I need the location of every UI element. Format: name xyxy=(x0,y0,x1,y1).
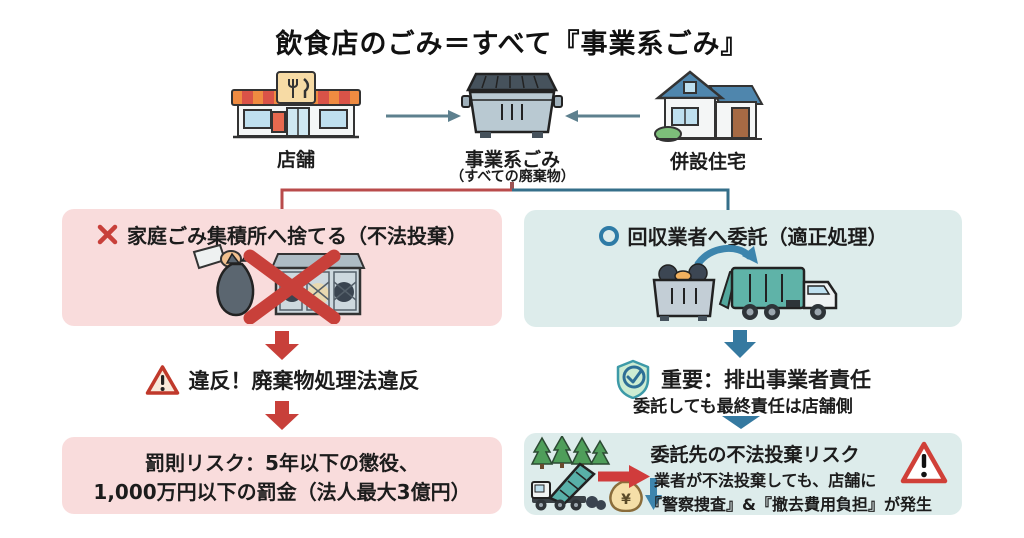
red-down-arrow-icon xyxy=(265,401,299,430)
dumpster-to-garbage-truck-icon xyxy=(652,244,838,321)
warning-triangle-icon xyxy=(145,365,179,395)
proper-disposal-box: 回収業者へ委託（適正処理） xyxy=(524,210,962,327)
shield-check-icon xyxy=(616,359,650,399)
illegal-disposal-heading: 家庭ごみ集積所へ捨てる（不法投棄） xyxy=(127,224,467,248)
house-icon xyxy=(654,70,764,142)
penalty-line1: 罰則リスク：5年以下の懲役、 xyxy=(145,451,419,475)
contractor-risk-line1: 業者が不法投棄しても、店舗に xyxy=(654,471,877,490)
store-label: 店舗 xyxy=(276,149,315,171)
responsibility-row: 重要：排出事業者責任 xyxy=(524,359,962,399)
svg-text:¥: ¥ xyxy=(621,492,631,508)
violation-text: 違反！廃棄物処理法違反 xyxy=(188,369,420,393)
teal-chevron-down-icon xyxy=(722,416,760,429)
warning-triangle-icon xyxy=(900,441,948,484)
circle-mark-icon xyxy=(598,225,619,246)
teal-down-arrow-icon xyxy=(724,330,756,358)
attached-residence-label: 併設住宅 xyxy=(669,151,746,173)
storefront-icon xyxy=(231,71,361,139)
contractor-risk-box: ¥ 委託先の不法投棄リスク 業者が不法投棄しても、店舗に 『警察捜査』&『撤去費… xyxy=(524,433,962,515)
contractor-risk-title: 委託先の不法投棄リスク xyxy=(650,444,860,466)
page-title: 飲食店のごみ＝すべて『事業系ごみ』 xyxy=(275,29,749,60)
violation-row: 違反！廃棄物処理法違反 xyxy=(62,364,502,396)
illegal-disposal-box: 家庭ごみ集積所へ捨てる（不法投棄） xyxy=(62,209,502,326)
penalty-box: 罰則リスク：5年以下の懲役、 1,000万円以下の罰金（法人最大3億円） xyxy=(62,437,502,514)
responsibility-subnote: 委託しても最終責任は店舗側 xyxy=(633,397,853,417)
red-right-arrow-icon xyxy=(598,465,650,488)
proper-disposal-heading: 回収業者へ委託（適正処理） xyxy=(627,225,888,249)
business-waste-label: 事業系ごみ xyxy=(464,149,560,171)
contractor-risk-line2: 『警察捜査』&『撤去費用負担』が発生 xyxy=(646,495,932,514)
hand-trashbag-x-cage-icon xyxy=(192,243,366,324)
dumpster-icon xyxy=(461,72,563,138)
penalty-line2: 1,000万円以下の罰金（法人最大3億円） xyxy=(93,480,471,504)
red-down-arrow-icon xyxy=(265,331,299,360)
business-waste-sublabel: （すべての廃棄物） xyxy=(450,169,575,185)
x-mark-icon xyxy=(97,224,118,245)
responsibility-text: 重要：排出事業者責任 xyxy=(661,368,871,392)
